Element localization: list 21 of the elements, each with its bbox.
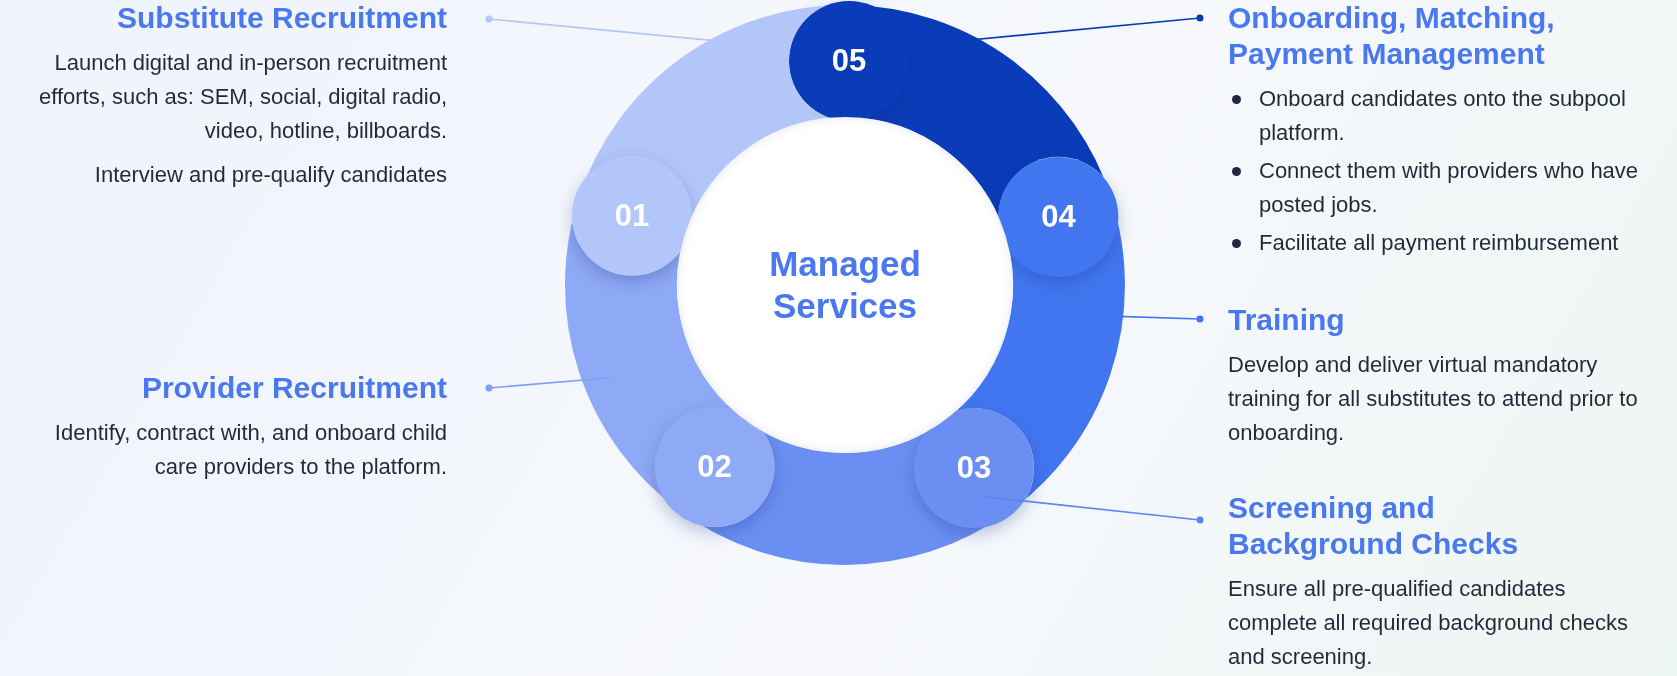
bullet-item: Onboard candidates onto the subpool platform. xyxy=(1228,82,1658,150)
step-description: Ensure all pre-qualified candidates complete all required background checks and screening. xyxy=(1228,575,1629,671)
step-number: 02 xyxy=(697,449,732,486)
step-number: 01 xyxy=(614,197,650,234)
step-description: Develop and deliver virtual mandatory training for all substitutes to attend prior to onboarding. xyxy=(1228,351,1639,447)
step-description: Interview and pre-qualify candidates xyxy=(93,161,447,189)
step-number: 04 xyxy=(1041,198,1076,235)
step-description: Launch digital and in-person recruitment efforts, such as: SEM, social, digital radio, video, hotline, billboards. xyxy=(38,49,447,145)
step-heading: Training xyxy=(1228,302,1346,338)
step-heading: Substitute Recruitment xyxy=(115,0,447,36)
step-description: Identify, contract with, and onboard child care providers to the platform. xyxy=(53,419,447,481)
step-heading: Screening and Background Checks xyxy=(1228,490,1520,562)
leader-line xyxy=(485,376,612,392)
step-number: 03 xyxy=(956,450,992,487)
step-heading: Provider Recruitment xyxy=(140,370,447,406)
leader-line xyxy=(981,495,1204,524)
step-heading: Onboarding, Matching, Payment Management xyxy=(1228,0,1556,72)
bullet-item: Facilitate all payment reimbursement xyxy=(1228,226,1658,260)
center-title: Managed Services xyxy=(768,243,922,327)
bullet-item: Connect them with providers who have posted jobs. xyxy=(1228,154,1658,222)
step-number: 05 xyxy=(831,43,867,80)
